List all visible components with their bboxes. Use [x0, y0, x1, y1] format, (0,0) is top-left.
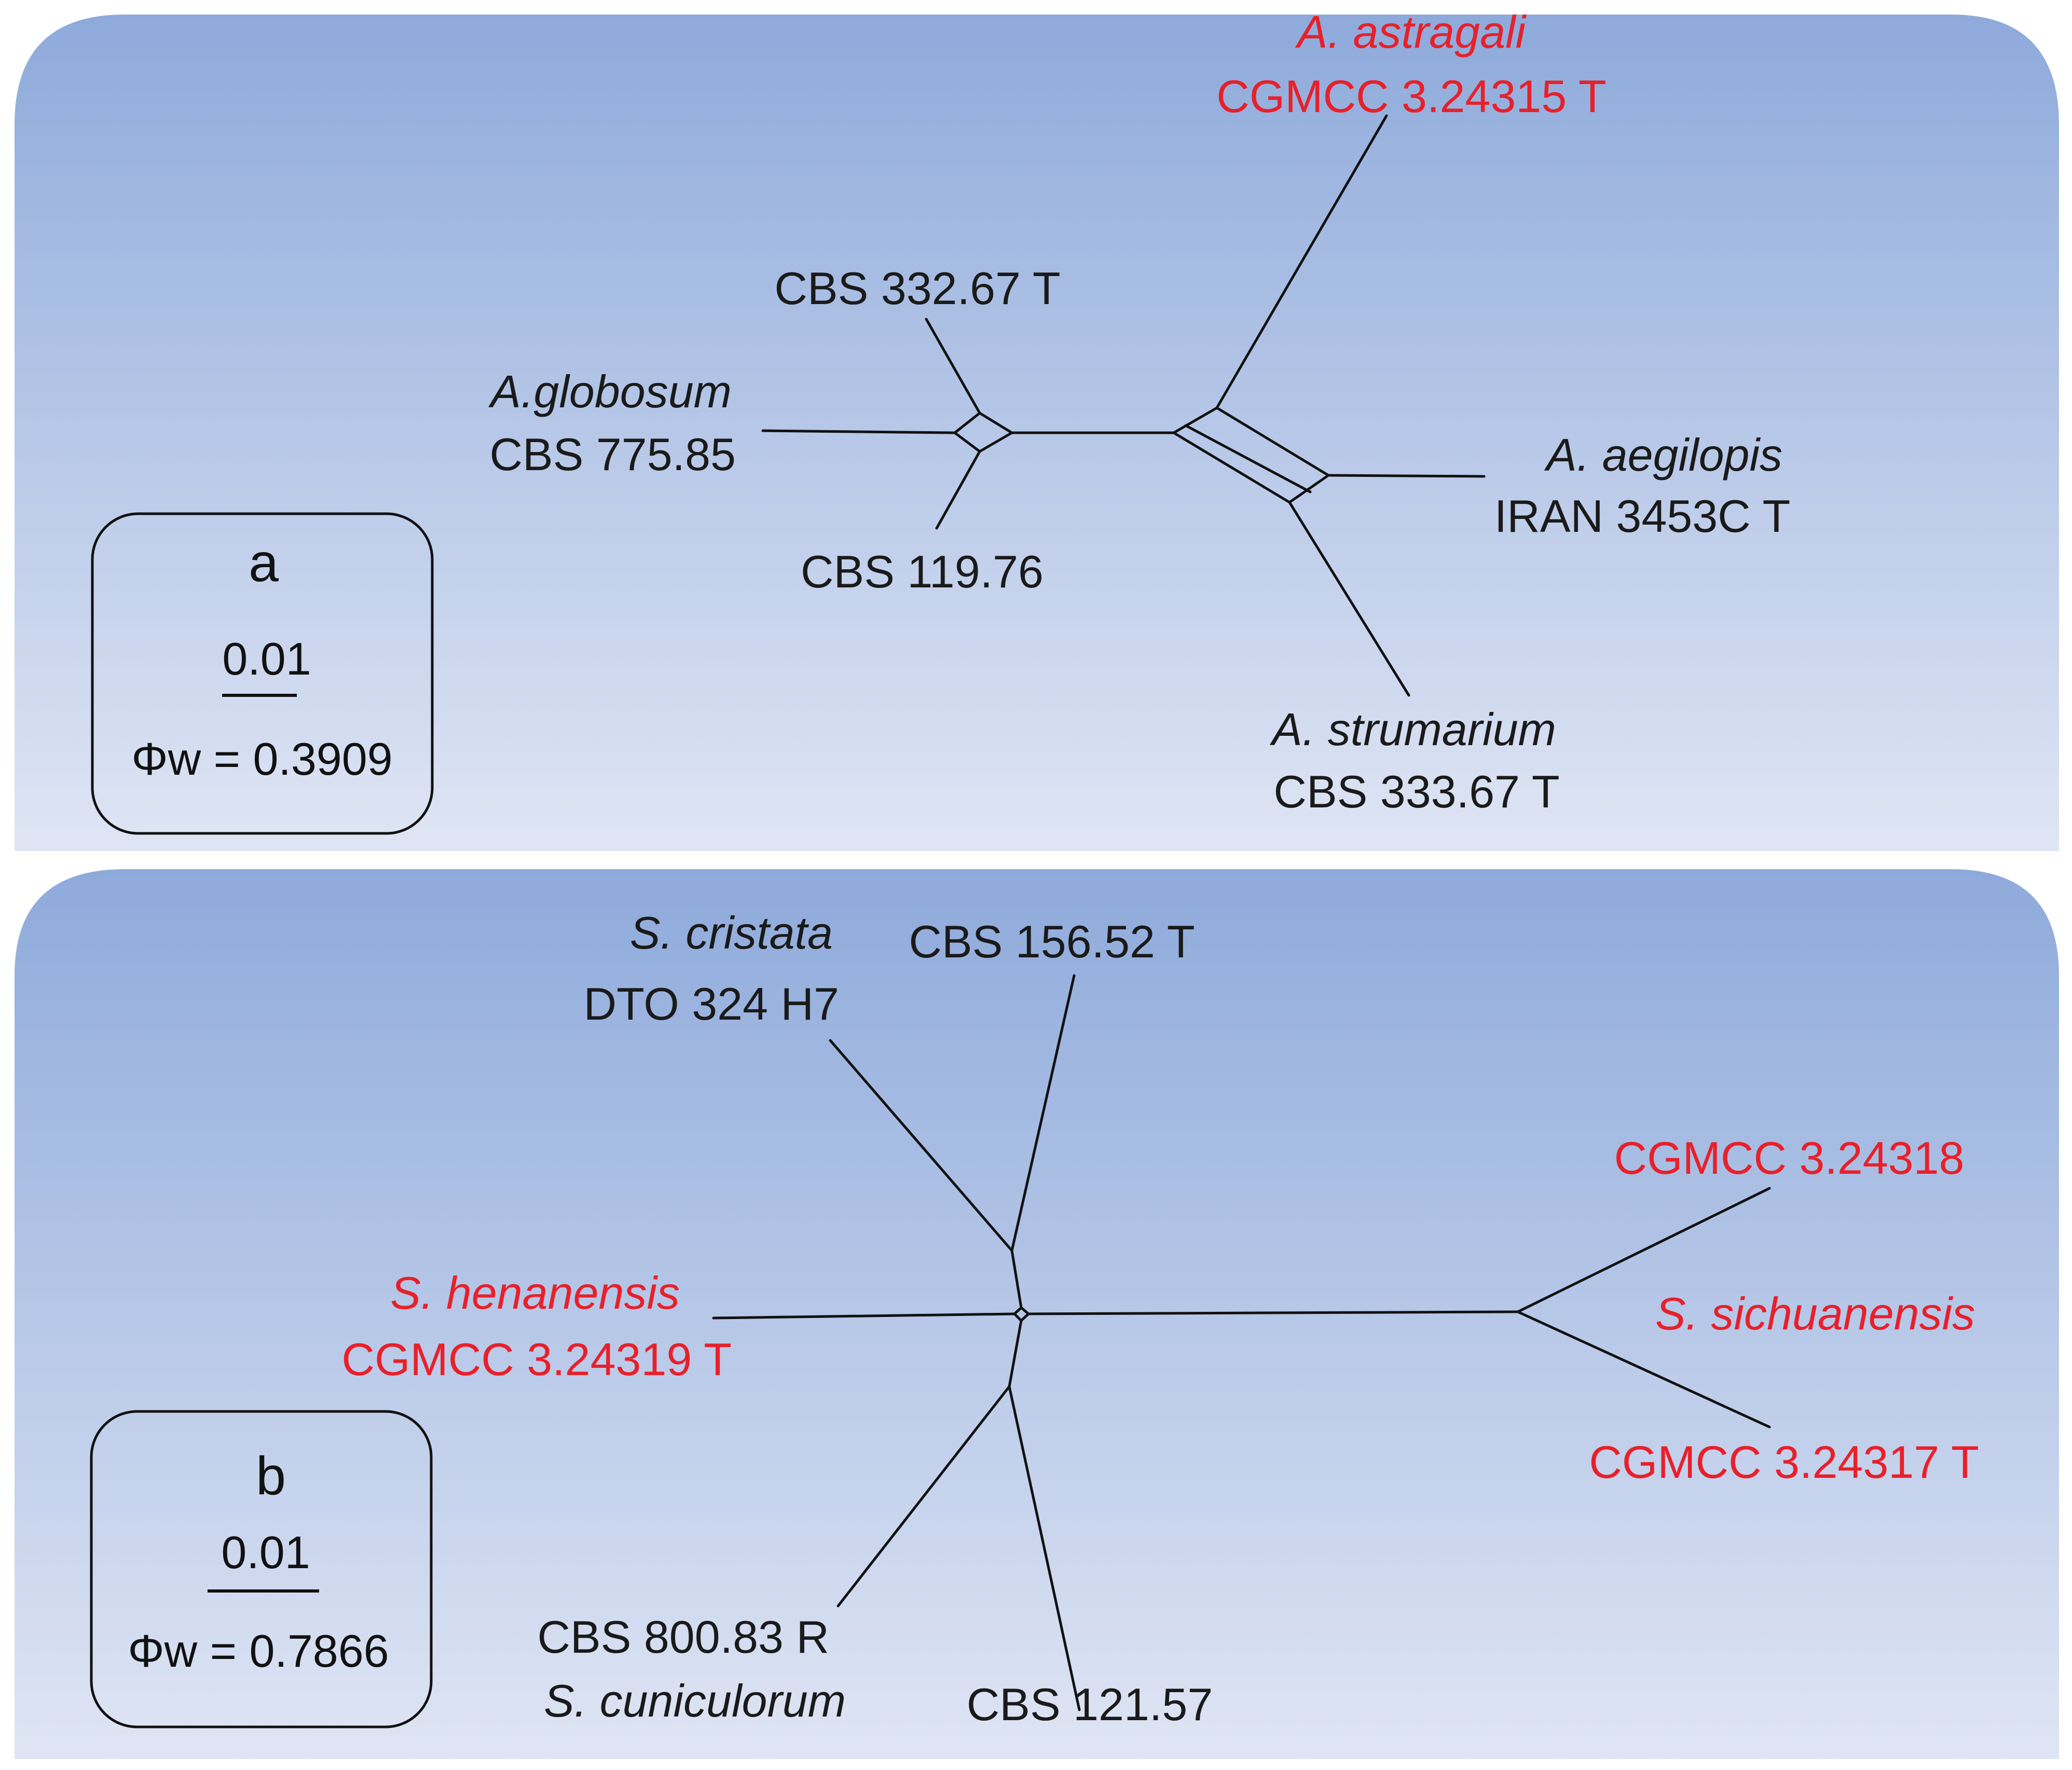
branch-globosum [761, 429, 956, 434]
branch-aegilopis [1327, 474, 1486, 478]
reticulation-b [1013, 1306, 1030, 1322]
panel-b-letter: b [256, 1446, 286, 1506]
scale-bar-b-label: 0.01 [221, 1527, 310, 1578]
label-strumarium-strain: CBS 333.67 T [1273, 766, 1559, 817]
label-cristata-species: S. cristata [630, 907, 833, 958]
label-astragali-species: A. astragali [1295, 6, 1527, 58]
network-b [712, 974, 1771, 1711]
label-cgmcc24317: CGMCC 3.24317 T [1589, 1436, 1979, 1488]
branch-cgmcc24318 [1516, 1187, 1771, 1313]
phi-value-a: Φw = 0.3909 [131, 733, 392, 785]
branch-cristata [829, 1039, 1013, 1252]
branch-strumarium [1288, 501, 1410, 697]
label-cbs80083: CBS 800.83 R [537, 1611, 829, 1663]
reticulation-large-a [1172, 406, 1330, 504]
legend-box-b: b 0.01 Φw = 0.7866 [90, 1410, 433, 1728]
reticulation-small-a [953, 411, 1013, 453]
branch-cbs11976 [935, 450, 981, 530]
label-globosum-species: A.globosum [488, 366, 732, 417]
branch-henanensis [712, 1312, 1016, 1320]
branch-internal-right-b [1027, 1310, 1519, 1315]
legend-box-a-frame [91, 512, 434, 835]
branch-astragali [1215, 114, 1388, 409]
panel-a: A. astragali CGMCC 3.24315 T CBS 332.67 … [15, 6, 2059, 851]
label-sichuanensis-species: S. sichuanensis [1655, 1288, 1975, 1339]
label-aegilopis-species: A. aegilopis [1544, 429, 1782, 481]
legend-box-b-frame [90, 1410, 433, 1728]
branch-cbs12157 [1008, 1385, 1081, 1711]
label-cbs33267: CBS 332.67 T [774, 263, 1060, 314]
legend-box-a: a 0.01 Φw = 0.3909 [91, 512, 434, 835]
label-cbs15652: CBS 156.52 T [909, 916, 1195, 967]
label-henanensis-species: S. henanensis [390, 1267, 680, 1319]
branch-internal-bottom-b [1008, 1319, 1023, 1388]
scale-bar-a-label: 0.01 [222, 633, 311, 684]
label-strumarium-species: A. strumarium [1269, 704, 1556, 755]
branch-cbs33267 [925, 318, 981, 415]
label-cbs11976: CBS 119.76 [801, 546, 1044, 597]
label-astragali-strain: CGMCC 3.24315 T [1216, 71, 1607, 122]
reticulation-large-a-split [1184, 424, 1312, 493]
label-cuniculorum-species: S. cuniculorum [544, 1675, 846, 1726]
branch-internal-top-b [1010, 1249, 1023, 1309]
label-aegilopis-strain: IRAN 3453C T [1494, 490, 1791, 542]
branch-cbs15652 [1010, 974, 1076, 1252]
label-globosum-strain: CBS 775.85 [489, 429, 736, 480]
phi-value-b: Φw = 0.7866 [128, 1625, 389, 1677]
label-cgmcc24318: CGMCC 3.24318 [1614, 1132, 1965, 1184]
panel-b: S. cristata DTO 324 H7 CBS 156.52 T CGMC… [15, 869, 2059, 1759]
label-henanensis-strain: CGMCC 3.24319 T [341, 1334, 732, 1385]
label-cristata-strain: DTO 324 H7 [584, 978, 839, 1030]
branch-cbs80083 [836, 1385, 1011, 1608]
label-cbs12157: CBS 121.57 [967, 1679, 1213, 1730]
panel-a-letter: a [249, 533, 279, 593]
branch-cgmcc24317 [1516, 1310, 1771, 1429]
network-a [761, 114, 1486, 697]
